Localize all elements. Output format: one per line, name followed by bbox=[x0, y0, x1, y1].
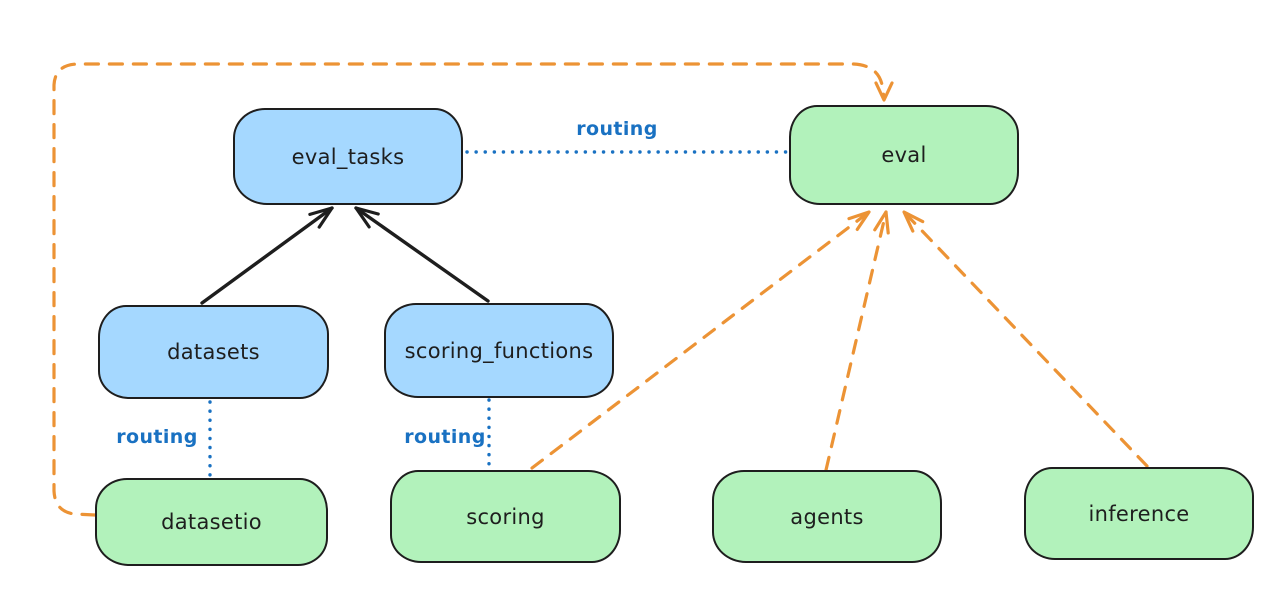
edge-scoring_functions-eval_tasks bbox=[354, 206, 490, 303]
arrowhead-agents-eval bbox=[873, 210, 890, 235]
node-scoring: scoring bbox=[390, 470, 621, 563]
edge-label-routing-eval_tasks-eval: routing bbox=[576, 118, 658, 140]
node-label-scoring: scoring bbox=[466, 504, 545, 529]
node-inference: inference bbox=[1024, 467, 1254, 560]
edge-agents-eval bbox=[824, 210, 888, 472]
arrowhead-scoring_functions-eval_tasks bbox=[354, 206, 380, 229]
edge-label-routing-scoring_functions-scoring: routing bbox=[404, 426, 486, 448]
node-label-eval: eval bbox=[881, 143, 927, 167]
node-eval: eval bbox=[789, 105, 1019, 205]
node-scoring_functions: scoring_functions bbox=[384, 303, 614, 398]
node-label-datasetio: datasetio bbox=[161, 510, 262, 534]
edge-datasetio-eval bbox=[52, 62, 886, 517]
edge-inference-eval bbox=[902, 210, 1149, 468]
edge-datasets-eval_tasks bbox=[200, 206, 334, 305]
edge-label-routing-datasets-datasetio: routing bbox=[116, 426, 198, 448]
arrowhead-datasets-eval_tasks bbox=[308, 206, 334, 229]
arrowhead-datasetio-eval bbox=[874, 81, 894, 102]
arrowhead-scoring-eval bbox=[847, 210, 871, 231]
node-label-scoring_functions: scoring_functions bbox=[404, 338, 594, 363]
node-label-agents: agents bbox=[790, 504, 864, 529]
node-label-inference: inference bbox=[1088, 501, 1190, 526]
node-label-datasets: datasets bbox=[167, 340, 260, 364]
node-datasetio: datasetio bbox=[95, 478, 328, 566]
arrowhead-inference-eval bbox=[902, 210, 925, 233]
node-eval_tasks: eval_tasks bbox=[233, 108, 463, 205]
edge-scoring-eval bbox=[530, 210, 871, 470]
node-datasets: datasets bbox=[98, 305, 329, 399]
node-agents: agents bbox=[712, 470, 942, 563]
node-label-eval_tasks: eval_tasks bbox=[291, 144, 405, 169]
